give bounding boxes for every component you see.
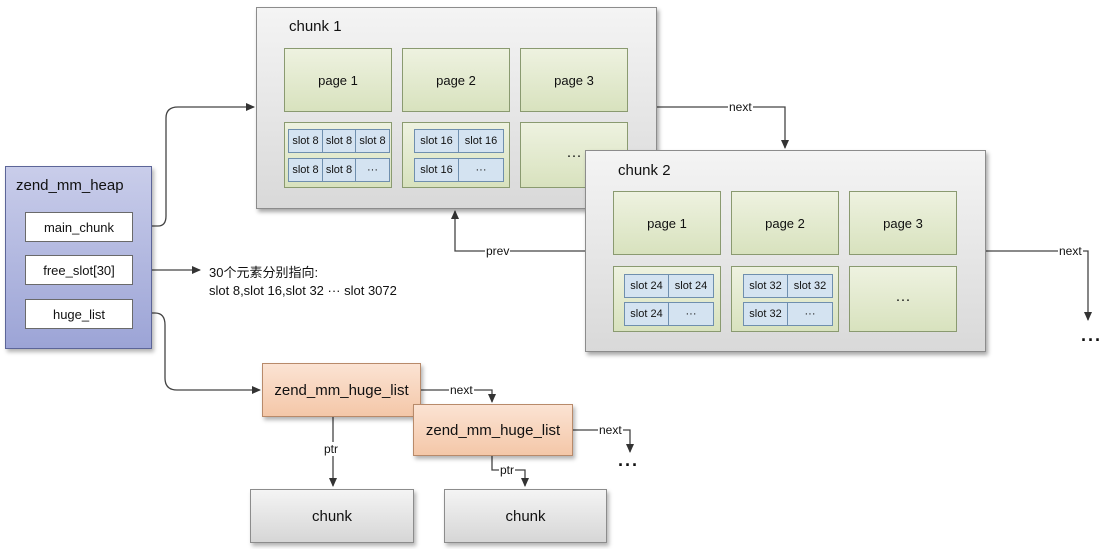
slot-row: slot 24 slot 24 xyxy=(624,274,714,298)
slot-cell: slot 8 xyxy=(289,130,323,152)
slot-row: slot 16 slot 16 xyxy=(414,129,504,153)
label-chunk2-next: next xyxy=(1058,244,1083,258)
slot-cell: ··· xyxy=(475,164,487,176)
slot-cell: slot 24 xyxy=(674,280,708,292)
slot-cell: slot 16 xyxy=(415,159,459,181)
slot-cell: ··· xyxy=(367,164,378,176)
huge1-next-arrow xyxy=(421,389,496,403)
field-free-slot: free_slot[30] xyxy=(25,255,133,285)
slot-row: slot 32 slot 32 xyxy=(743,274,833,298)
label-chunk2-prev: prev xyxy=(485,244,511,258)
huge-continuation-dots: ··· xyxy=(618,455,639,475)
main-chunk-arrow xyxy=(152,103,255,227)
chunks-continuation-dots: ··· xyxy=(1081,330,1102,350)
chunk1-next-arrow xyxy=(657,106,789,149)
slot-cell: slot 24 xyxy=(625,303,669,325)
chunk-1-page-2: page 2 xyxy=(402,48,510,112)
huge2-next-arrow xyxy=(573,429,634,453)
chunk-1-page-1: page 1 xyxy=(284,48,392,112)
chunk-1-title: chunk 1 xyxy=(289,18,342,35)
chunk-2-slot-group-32: slot 32 slot 32 slot 32 ··· xyxy=(731,266,839,332)
chunk-2-title: chunk 2 xyxy=(618,162,671,179)
slot-cell: slot 16 xyxy=(464,135,498,147)
heap-title: zend_mm_heap xyxy=(16,177,124,194)
slot-cell: slot 16 xyxy=(415,130,459,152)
chunk2-prev-arrow xyxy=(451,210,585,252)
huge-chunk-1: chunk xyxy=(250,489,414,543)
slot-row: slot 24 ··· xyxy=(624,302,714,326)
slot-row: slot 8 slot 8 ··· xyxy=(288,158,390,182)
slot-row: slot 8 slot 8 slot 8 xyxy=(288,129,390,153)
chunk-2-page-2: page 2 xyxy=(731,191,839,255)
label-chunk1-next: next xyxy=(728,100,753,114)
slot-cell: slot 24 xyxy=(625,275,669,297)
huge-list-node-1: zend_mm_huge_list xyxy=(262,363,421,417)
label-huge2-next: next xyxy=(598,423,623,437)
slot-cell: ··· xyxy=(685,308,697,320)
slot-cell: slot 8 xyxy=(359,135,386,147)
label-huge2-ptr: ptr xyxy=(499,463,516,477)
chunk-2-more-pages: ··· xyxy=(849,266,957,332)
chunk-1-page-3: page 3 xyxy=(520,48,628,112)
field-huge-list: huge_list xyxy=(25,299,133,329)
free-slot-note-line1: 30个元素分别指向: xyxy=(209,265,319,280)
slot-cell: slot 8 xyxy=(323,130,356,152)
huge-chunk-2: chunk xyxy=(444,489,607,543)
free-slot-note-line2: slot 8,slot 16,slot 32 ··· slot 3072 xyxy=(209,283,397,298)
chunk-1-slot-group-16: slot 16 slot 16 slot 16 ··· xyxy=(402,122,510,188)
slot-cell: slot 32 xyxy=(793,280,827,292)
huge-list-node-2: zend_mm_huge_list xyxy=(413,404,573,456)
chunk-2-page-3: page 3 xyxy=(849,191,957,255)
slot-cell: slot 32 xyxy=(744,275,788,297)
chunk-1-slot-group-8: slot 8 slot 8 slot 8 slot 8 slot 8 ··· xyxy=(284,122,392,188)
slot-cell: slot 8 xyxy=(323,159,356,181)
huge-list-arrow xyxy=(152,312,261,394)
chunk-2: chunk 2 page 1 page 2 page 3 slot 24 slo… xyxy=(585,150,986,352)
label-huge1-ptr: ptr xyxy=(323,442,340,456)
label-huge1-next: next xyxy=(449,383,474,397)
chunk-2-page-1: page 1 xyxy=(613,191,721,255)
field-main-chunk: main_chunk xyxy=(25,212,133,242)
slot-cell: slot 32 xyxy=(744,303,788,325)
slot-cell: ··· xyxy=(804,308,816,320)
slot-row: slot 16 ··· xyxy=(414,158,504,182)
zend-mm-heap: zend_mm_heap main_chunk free_slot[30] hu… xyxy=(5,166,152,349)
chunk-2-slot-group-24: slot 24 slot 24 slot 24 ··· xyxy=(613,266,721,332)
slot-row: slot 32 ··· xyxy=(743,302,833,326)
slot-cell: slot 8 xyxy=(289,159,323,181)
chunk2-next-arrow xyxy=(986,250,1092,321)
